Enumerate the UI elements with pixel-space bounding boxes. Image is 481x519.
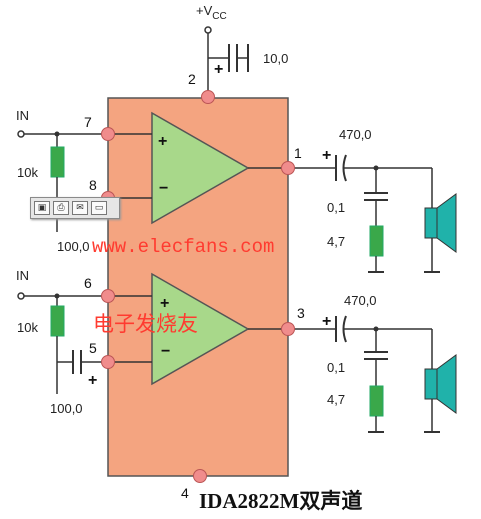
ch1-out-cap-b <box>342 154 347 182</box>
ch2-fb-cap-plus: + <box>88 372 97 389</box>
ch1-speaker <box>424 193 457 253</box>
pin-6-node <box>101 289 115 303</box>
pin-5-node <box>101 355 115 369</box>
opamp1-plus: + <box>158 133 167 150</box>
pin-7-label: 7 <box>84 114 92 130</box>
ch2-input-terminal <box>17 292 25 300</box>
opamp1-minus: − <box>159 180 168 197</box>
ch2-input-label: IN <box>16 268 29 283</box>
pin-4-label: 4 <box>181 485 189 501</box>
vcc-label: +VCC <box>196 3 227 22</box>
pin-2-label: 2 <box>188 71 196 87</box>
watermark-cn: 电子发烧友 <box>93 312 198 336</box>
ch2-zobel-resistor <box>369 385 384 417</box>
pin-3-node <box>281 322 295 336</box>
ch2-out-cap-b <box>342 315 347 343</box>
pin-2-node <box>201 90 215 104</box>
screen-icon[interactable]: ▭ <box>91 201 107 215</box>
ch1-zobel-res-value: 4,7 <box>327 234 345 249</box>
print-icon[interactable]: ⎙ <box>53 201 69 215</box>
ch2-out-cap-plus: + <box>322 313 331 330</box>
ch1-resistor-value: 10k <box>17 165 38 180</box>
ch2-speaker <box>424 354 457 414</box>
image-toolbar: ▣ ⎙ ✉ ▭ <box>30 197 120 219</box>
pin-4-node <box>193 469 207 483</box>
vcc-terminal <box>204 26 212 34</box>
pin-3-label: 3 <box>297 305 305 321</box>
watermark-url: www.elecfans.com <box>92 236 274 258</box>
ch1-out-cap-plus: + <box>322 147 331 164</box>
ch1-zobel-cap-value: 0,1 <box>327 200 345 215</box>
opamp2-minus: − <box>161 343 170 360</box>
pin-1-node <box>281 161 295 175</box>
opamp2-plus: + <box>160 295 169 312</box>
vcc-cap-value: 10,0 <box>263 51 288 66</box>
pin-7-node <box>101 127 115 141</box>
ch1-input-terminal <box>17 130 25 138</box>
diagram-caption: IDA2822M双声道 <box>199 489 362 513</box>
ch1-out-cap-value: 470,0 <box>339 127 372 142</box>
ch1-zobel-resistor <box>369 225 384 257</box>
ch2-resistor <box>50 305 65 337</box>
mail-icon[interactable]: ✉ <box>72 201 88 215</box>
ch1-input-label: IN <box>16 108 29 123</box>
pin-8-label: 8 <box>89 177 97 193</box>
ch1-fb-cap-value: 100,0 <box>57 239 90 254</box>
opamp-1 <box>151 111 250 225</box>
ch2-out-cap-value: 470,0 <box>344 293 377 308</box>
save-icon[interactable]: ▣ <box>34 201 50 215</box>
ch2-zobel-res-value: 4,7 <box>327 392 345 407</box>
ch1-resistor <box>50 146 65 178</box>
opamp-2 <box>151 272 250 386</box>
pin-1-label: 1 <box>294 145 302 161</box>
ch2-zobel-cap-value: 0,1 <box>327 360 345 375</box>
ch2-resistor-value: 10k <box>17 320 38 335</box>
pin-5-label: 5 <box>89 340 97 356</box>
ch2-fb-cap-value: 100,0 <box>50 401 83 416</box>
vcc-cap-plus: + <box>214 61 223 78</box>
pin-6-label: 6 <box>84 275 92 291</box>
